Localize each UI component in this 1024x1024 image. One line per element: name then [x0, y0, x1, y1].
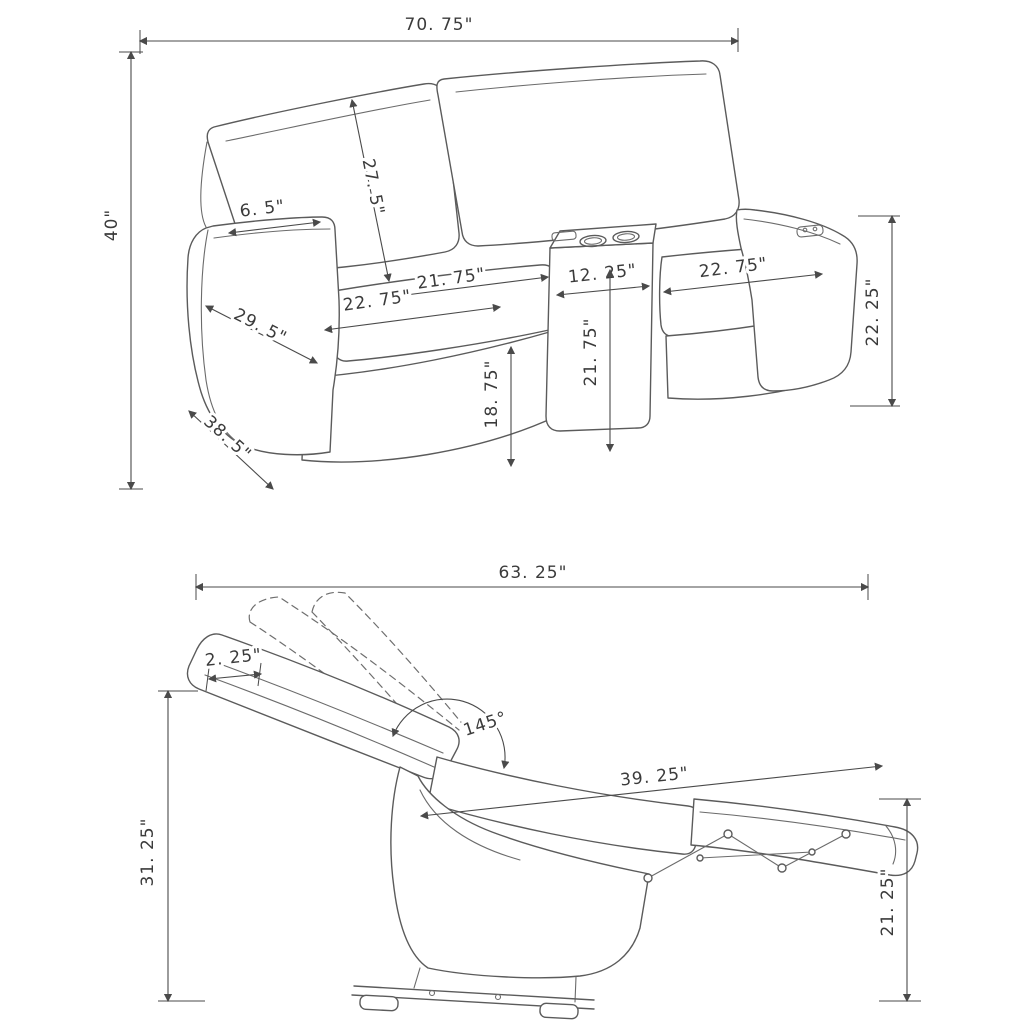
cupholder-icon	[612, 230, 640, 244]
back-cushion-right-seam	[455, 73, 707, 93]
cupholder-inner-icon	[583, 237, 603, 245]
pivot-bolt-icon	[723, 829, 733, 839]
dim-overall-height: 40"	[99, 50, 143, 491]
dim-label-recline-angle: 145°	[461, 708, 510, 741]
dim-label-arm-height: 22. 25"	[863, 278, 883, 347]
pivot-bolt-icon	[777, 863, 787, 873]
recliner-drawing	[186, 591, 919, 1020]
dim-label-reclined-length: 63. 25"	[499, 563, 568, 583]
cupholder-icon	[579, 234, 607, 248]
dim-label-console-height: 21. 75"	[581, 318, 601, 387]
reclining-mechanism	[643, 829, 851, 883]
dim-seat-height: 18. 75"	[479, 345, 516, 468]
dim-label-seat-height: 18. 75"	[482, 360, 502, 429]
dim-label-overall-height: 40"	[102, 209, 122, 241]
base-bolt-icon	[494, 993, 502, 1001]
right-armrest	[735, 208, 858, 392]
dim-reclined-height: 31. 25"	[135, 689, 205, 1003]
dim-footrest-height: 21. 25"	[875, 797, 921, 1003]
dim-reclined-length: 63. 25"	[194, 560, 870, 600]
footrest-end-cap	[885, 825, 897, 865]
dim-arm-height: 22. 25"	[850, 214, 900, 408]
base-foot	[359, 994, 399, 1012]
pivot-bolt-icon	[696, 854, 704, 862]
base-foot	[539, 1002, 579, 1020]
pivot-bolt-icon	[808, 848, 816, 856]
dim-label-seat-to-footrest-length: 39. 25"	[619, 763, 690, 790]
pivot-bolt-icon	[643, 873, 653, 883]
console-lid-hinge	[551, 230, 577, 242]
right-arm-outline	[735, 208, 858, 392]
base-assembly	[351, 967, 595, 1020]
back-side-panel-line	[200, 141, 208, 228]
armrest-side-body	[390, 766, 650, 979]
cupholder-inner-icon	[616, 233, 636, 241]
back-cushion-right	[436, 60, 740, 247]
dim-label-reclined-height: 31. 25"	[138, 818, 158, 887]
dim-overall-width: 70. 75"	[138, 12, 740, 54]
dim-label-overall-width: 70. 75"	[405, 15, 474, 35]
back-cushion-left-seam	[225, 99, 431, 142]
pivot-bolt-icon	[841, 829, 851, 839]
dim-console-height: 21. 75"	[578, 268, 615, 453]
base-bolt-icon	[428, 989, 436, 997]
power-button-icon	[796, 224, 824, 238]
right-arm-top-roll	[743, 218, 841, 245]
storage-console	[545, 223, 657, 432]
dim-label-footrest-height: 21. 25"	[878, 868, 898, 937]
